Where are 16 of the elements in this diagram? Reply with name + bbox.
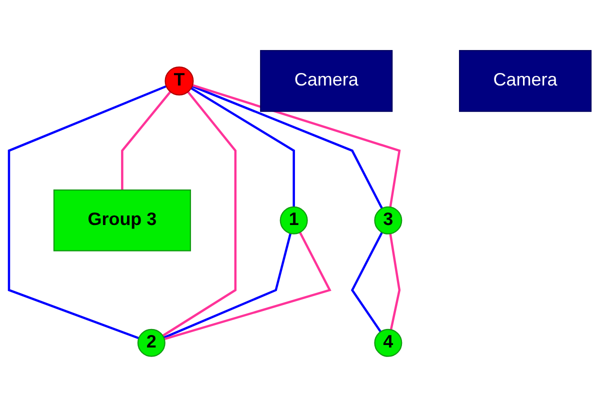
connector [163,233,292,339]
node-circle: 4 [374,328,402,357]
node-box: Group 3 [53,189,191,252]
node-box: Camera [260,50,393,112]
node-circle: 3 [374,206,402,234]
connector [190,87,295,207]
connector [8,85,167,340]
connector [389,233,401,330]
node-circle: T [164,66,194,96]
node-circle: 2 [137,328,166,357]
connector [164,232,332,340]
connector [121,91,172,190]
connector [350,232,384,332]
node-circle: 1 [280,206,308,234]
node-box: Camera [458,50,592,112]
connector [162,91,237,337]
